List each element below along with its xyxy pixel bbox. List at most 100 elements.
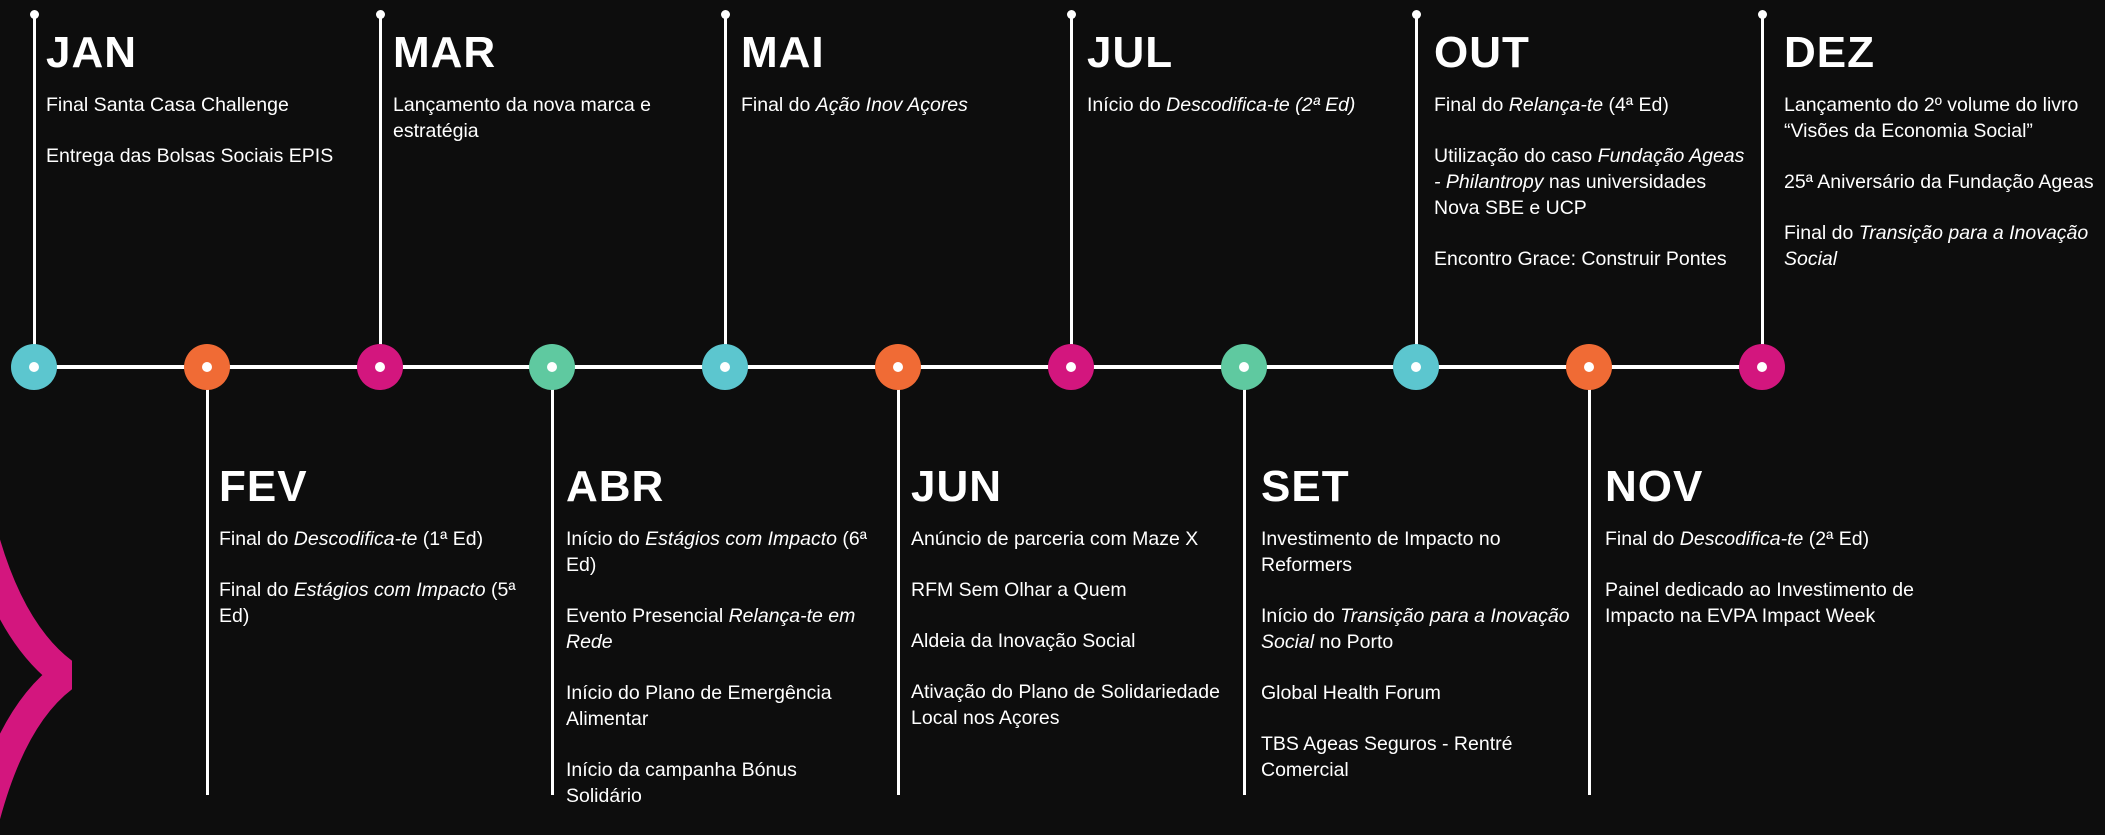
month-abr: ABR Início do Estágios com Impacto (6ª E… [566,462,886,834]
node-center-dot [893,362,903,372]
event-text: Início do [1087,94,1167,116]
timeline-node-nov [1566,344,1612,390]
event-item: Final do Transição para a Inovação Socia… [1784,220,2099,272]
event-item: Final do Relança-te (4ª Ed) [1434,92,1749,118]
node-center-dot [720,362,730,372]
node-center-dot [547,362,557,372]
event-text: Final do [1434,94,1509,116]
connector-end-dot [376,10,385,19]
event-item: Global Health Forum [1261,680,1591,706]
event-item: Lançamento da nova marca e estratégia [393,92,678,144]
month-label: JUL [1087,28,1174,77]
event-item: Início do Transição para a Inovação Soci… [1261,603,1591,655]
event-text: (2ª Ed) [1803,528,1870,550]
event-item: RFM Sem Olhar a Quem [911,577,1241,603]
event-text: Lançamento da nova marca e estratégia [393,94,651,142]
event-text: (5ª Ed) [219,579,516,627]
event-text: Investimento de Impacto no Reformers [1261,528,1501,576]
pink-star-ornament-icon [0,539,72,820]
event-list: Final do Descodifica-te (1ª Ed)Final do … [219,526,539,629]
event-list: Início do Descodifica-te (2ª Ed) [1087,92,1407,118]
event-list: Lançamento do 2º volume do livro “Visões… [1784,92,2099,272]
event-text: Início do [1261,605,1341,627]
event-item: Início do Plano de Emergência Alimentar [566,680,876,732]
event-list: Final do Descodifica-te (2ª Ed) Painel de… [1605,526,1925,629]
event-text-italic: Descodifica-te [293,528,418,550]
month-label: ABR [566,462,665,511]
event-list: Anúncio de parceria com Maze X RFM Sem Ol… [911,526,1241,731]
event-list: Lançamento da nova marca e estratégia [393,92,678,144]
timeline-node-fev [184,344,230,390]
event-item: Ativação do Plano de Solidariedade Local… [911,679,1241,731]
connector-line-fev [206,367,209,795]
event-list: Final do Ação Inov Açores [741,92,1061,118]
event-item: Final Santa Casa Challenge [46,92,366,118]
event-text: Início do [566,528,646,550]
event-text: Final do [741,94,816,116]
event-text: Painel dedicado ao Investimento de Impac… [1605,579,1914,627]
month-mai: MAI Final do Ação Inov Açores [741,28,1061,143]
event-text: Ativação do Plano de Solidariedade Local… [911,681,1220,729]
event-list: Início do Estágios com Impacto (6ª Ed)Ev… [566,526,876,809]
connector-line-mai [724,16,727,364]
event-text: Global Health Forum [1261,682,1441,704]
connector-line-jul [1070,16,1073,364]
event-text: RFM Sem Olhar a Quem [911,579,1127,601]
event-item: Entrega das Bolsas Sociais EPIS [46,143,366,169]
timeline-node-mar [357,344,403,390]
event-item: Início do Descodifica-te (2ª Ed) [1087,92,1407,118]
event-item: 25ª Aniversário da Fundação Ageas [1784,169,2099,195]
node-center-dot [1066,362,1076,372]
timeline-node-jul [1048,344,1094,390]
event-text-italic: Estágios com Impacto [645,528,837,550]
timeline-node-out [1393,344,1439,390]
month-label: MAI [741,28,825,77]
event-item: Final do Descodifica-te (2ª Ed) [1605,526,1925,552]
connector-line-nov [1588,367,1591,795]
node-center-dot [375,362,385,372]
event-text: Entrega das Bolsas Sociais EPIS [46,145,334,167]
event-item: Final do Descodifica-te (1ª Ed) [219,526,539,552]
connector-end-dot [30,10,39,19]
event-text-italic: Estágios com Impacto [293,579,486,601]
node-center-dot [29,362,39,372]
event-text-italic: Transição para a Inovação Social [1784,222,2089,270]
event-text-italic: Ação Inov Açores [815,94,968,116]
connector-line-jun [897,367,900,795]
event-text: Final do [219,579,294,601]
connector-end-dot [1758,10,1767,19]
connector-end-dot [1067,10,1076,19]
event-text: TBS Ageas Seguros - Rentré Comercial [1261,733,1513,781]
month-nov: NOV Final do Descodifica-te (2ª Ed)Paine… [1605,462,1925,654]
month-label: JAN [46,28,138,77]
connector-line-abr [551,367,554,795]
month-label: FEV [219,462,308,511]
connector-end-dot [1412,10,1421,19]
timeline-node-dez [1739,344,1785,390]
event-text: nas universidades Nova SBE e UCP [1434,171,1707,219]
month-label: OUT [1434,28,1530,77]
event-item: Final do Ação Inov Açores [741,92,1061,118]
event-text: no Porto [1314,631,1394,653]
month-label: MAR [393,28,497,77]
event-text: (4ª Ed) [1603,94,1669,116]
event-text: Final do [1605,528,1680,550]
node-center-dot [1239,362,1249,372]
event-item: Evento Presencial Relança-te em Rede [566,603,876,655]
connector-line-dez [1761,16,1764,364]
event-text: Final do [219,528,294,550]
month-out: OUT Final do Relança-te (4ª Ed) Utilizaçã… [1434,28,1754,297]
event-text: Final Santa Casa Challenge [46,94,289,116]
connector-line-set [1243,367,1246,795]
event-text: Utilização do caso [1434,145,1598,167]
event-text: Anúncio de parceria com Maze X [911,528,1199,550]
event-text: Início da campanha Bónus Solidário [566,759,797,807]
event-list: Final do Relança-te (4ª Ed) Utilização do… [1434,92,1749,272]
event-text: 25ª Aniversário da Fundação Ageas [1784,171,2094,193]
timeline-node-jan [11,344,57,390]
node-center-dot [202,362,212,372]
